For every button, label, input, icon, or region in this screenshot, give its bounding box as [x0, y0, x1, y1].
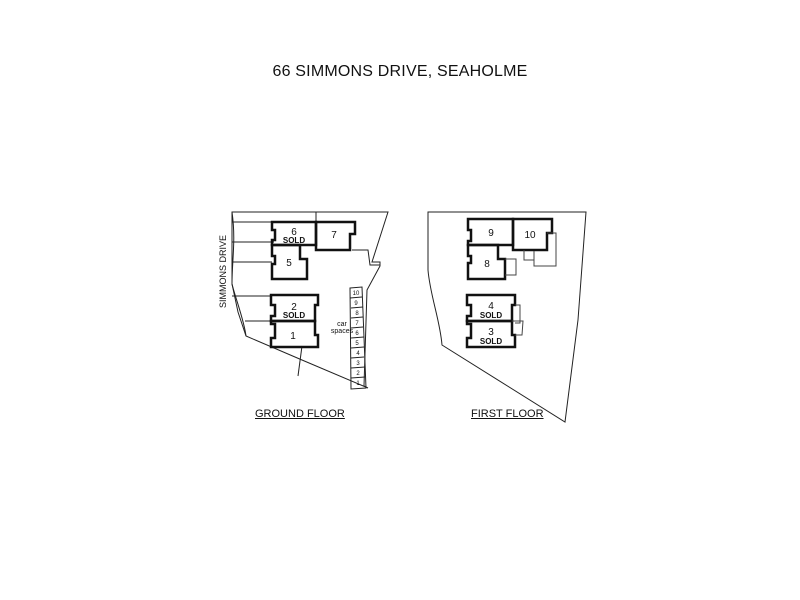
car-spaces-label-line1: car — [337, 321, 347, 328]
first-floor-boundary — [427, 211, 587, 423]
unit-6-number: 6 — [291, 227, 297, 238]
unit-9-number: 9 — [488, 228, 494, 239]
unit-4-number: 4 — [488, 301, 494, 312]
car-space-number: 6 — [355, 331, 359, 337]
unit-3-status: SOLD — [480, 337, 502, 346]
car-space-number: 8 — [355, 311, 359, 317]
car-space-number: 10 — [353, 291, 360, 297]
unit-8-number: 8 — [484, 259, 490, 270]
car-spaces-strip — [349, 286, 367, 390]
ground-floor-label: GROUND FLOOR — [255, 408, 345, 420]
car-space-number: 1 — [356, 381, 360, 387]
car-space-number: 2 — [356, 371, 360, 377]
unit-7-outline — [314, 220, 357, 252]
car-space-number: 4 — [356, 351, 360, 357]
car-space-number: 5 — [355, 341, 359, 347]
unit-4-status: SOLD — [480, 311, 502, 320]
unit-7-number: 7 — [331, 230, 337, 241]
unit-3-number: 3 — [488, 327, 494, 338]
unit-1-outline — [269, 319, 320, 349]
unit-5-outline — [270, 243, 309, 281]
car-space-number: 7 — [355, 321, 359, 327]
car-spaces-label-line2: spaces — [331, 328, 354, 335]
unit-3-outline — [465, 319, 517, 349]
unit-6-status: SOLD — [283, 236, 305, 245]
unit-1-number: 1 — [290, 331, 296, 342]
unit-10-number: 10 — [524, 230, 536, 241]
unit-2-number: 2 — [291, 302, 297, 313]
unit-2-status: SOLD — [283, 311, 305, 320]
unit-8-outline — [466, 243, 507, 281]
first-floor-label: FIRST FLOOR — [471, 408, 544, 420]
street-label: SIMMONS DRIVE — [218, 234, 228, 308]
car-space-number: 3 — [356, 361, 360, 367]
plan-title: 66 SIMMONS DRIVE, SEAHOLME — [272, 63, 528, 80]
unit-5-number: 5 — [286, 258, 292, 269]
car-space-number: 9 — [354, 301, 358, 307]
